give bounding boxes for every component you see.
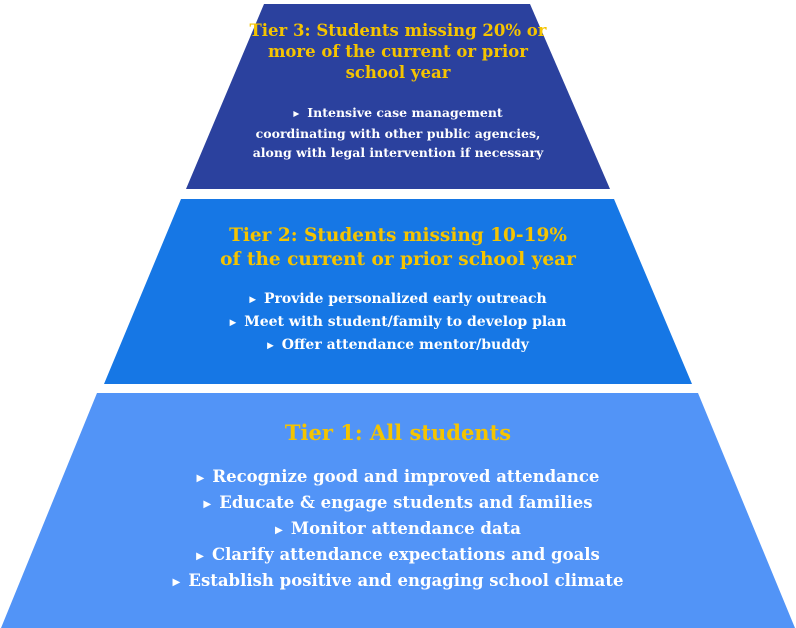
bullet-item: ▶ Provide personalized early outreach bbox=[230, 289, 567, 312]
bullet-text: Establish positive and engaging school c… bbox=[188, 570, 624, 590]
triangle-right-icon: ▶ bbox=[172, 575, 181, 588]
bullet-text: Offer attendance mentor/buddy bbox=[281, 337, 529, 354]
tier-3-title: Tier 3: Students missing 20% or more of … bbox=[249, 21, 547, 83]
triangle-right-icon: ▶ bbox=[249, 295, 256, 306]
triangle-right-icon: ▶ bbox=[203, 497, 212, 510]
bullet-item: ▶ Monitor attendance data bbox=[173, 517, 624, 543]
tier-3-bullet-list: ▶Intensive case management coordinating … bbox=[248, 103, 548, 162]
tier-1-content: Tier 1: All students ▶Recognize good and… bbox=[20, 420, 776, 595]
bullet-item: ▶ Educate & engage students and families bbox=[173, 491, 624, 517]
bullet-item: ▶ Recognize good and improved attendance bbox=[173, 465, 624, 491]
triangle-right-icon: ▶ bbox=[229, 318, 237, 329]
bullet-text: Provide personalized early outreach bbox=[263, 291, 547, 308]
tier-1-title: Tier 1: All students bbox=[284, 420, 512, 445]
bullet-item: ▶ Establish positive and engaging school … bbox=[173, 569, 624, 595]
bullet-item: ▶Intensive case management coordinating … bbox=[248, 103, 548, 162]
bullet-text: Monitor attendance data bbox=[290, 518, 521, 538]
triangle-right-icon: ▶ bbox=[196, 549, 204, 562]
bullet-item: ▶ Meet with student/family to develop pla… bbox=[230, 312, 567, 335]
tier-2-bullet-list: ▶ Provide personalized early outreach ▶ Me… bbox=[230, 289, 567, 358]
bullet-text: Recognize good and improved attendance bbox=[212, 466, 600, 486]
tier-1-band bbox=[1, 393, 795, 628]
bullet-text: Intensive case management coordinating w… bbox=[252, 105, 544, 161]
tier-3-band bbox=[186, 4, 610, 189]
triangle-right-icon: ▶ bbox=[293, 109, 300, 119]
triangle-right-icon: ▶ bbox=[275, 523, 283, 536]
bullet-item: ▶ Offer attendance mentor/buddy bbox=[230, 335, 567, 358]
tier-1-bullet-list: ▶Recognize good and improved attendance … bbox=[173, 465, 624, 595]
tier-2-title: Tier 2: Students missing 10-19% of the c… bbox=[220, 225, 576, 270]
tier-2-content: Tier 2: Students missing 10-19% of the c… bbox=[104, 224, 692, 358]
bullet-text: Educate & engage students and families bbox=[219, 492, 593, 512]
bullet-text: Clarify attendance expectations and goal… bbox=[212, 544, 600, 564]
bullet-text: Meet with student/family to develop plan bbox=[244, 314, 567, 331]
triangle-right-icon: ▶ bbox=[267, 341, 274, 352]
tier-2-band bbox=[104, 199, 692, 384]
tier-3-content: Tier 3: Students missing 20% or more of … bbox=[186, 20, 610, 162]
triangle-right-icon: ▶ bbox=[196, 471, 205, 484]
bullet-item: ▶ Clarify attendance expectations and goa… bbox=[173, 543, 624, 569]
